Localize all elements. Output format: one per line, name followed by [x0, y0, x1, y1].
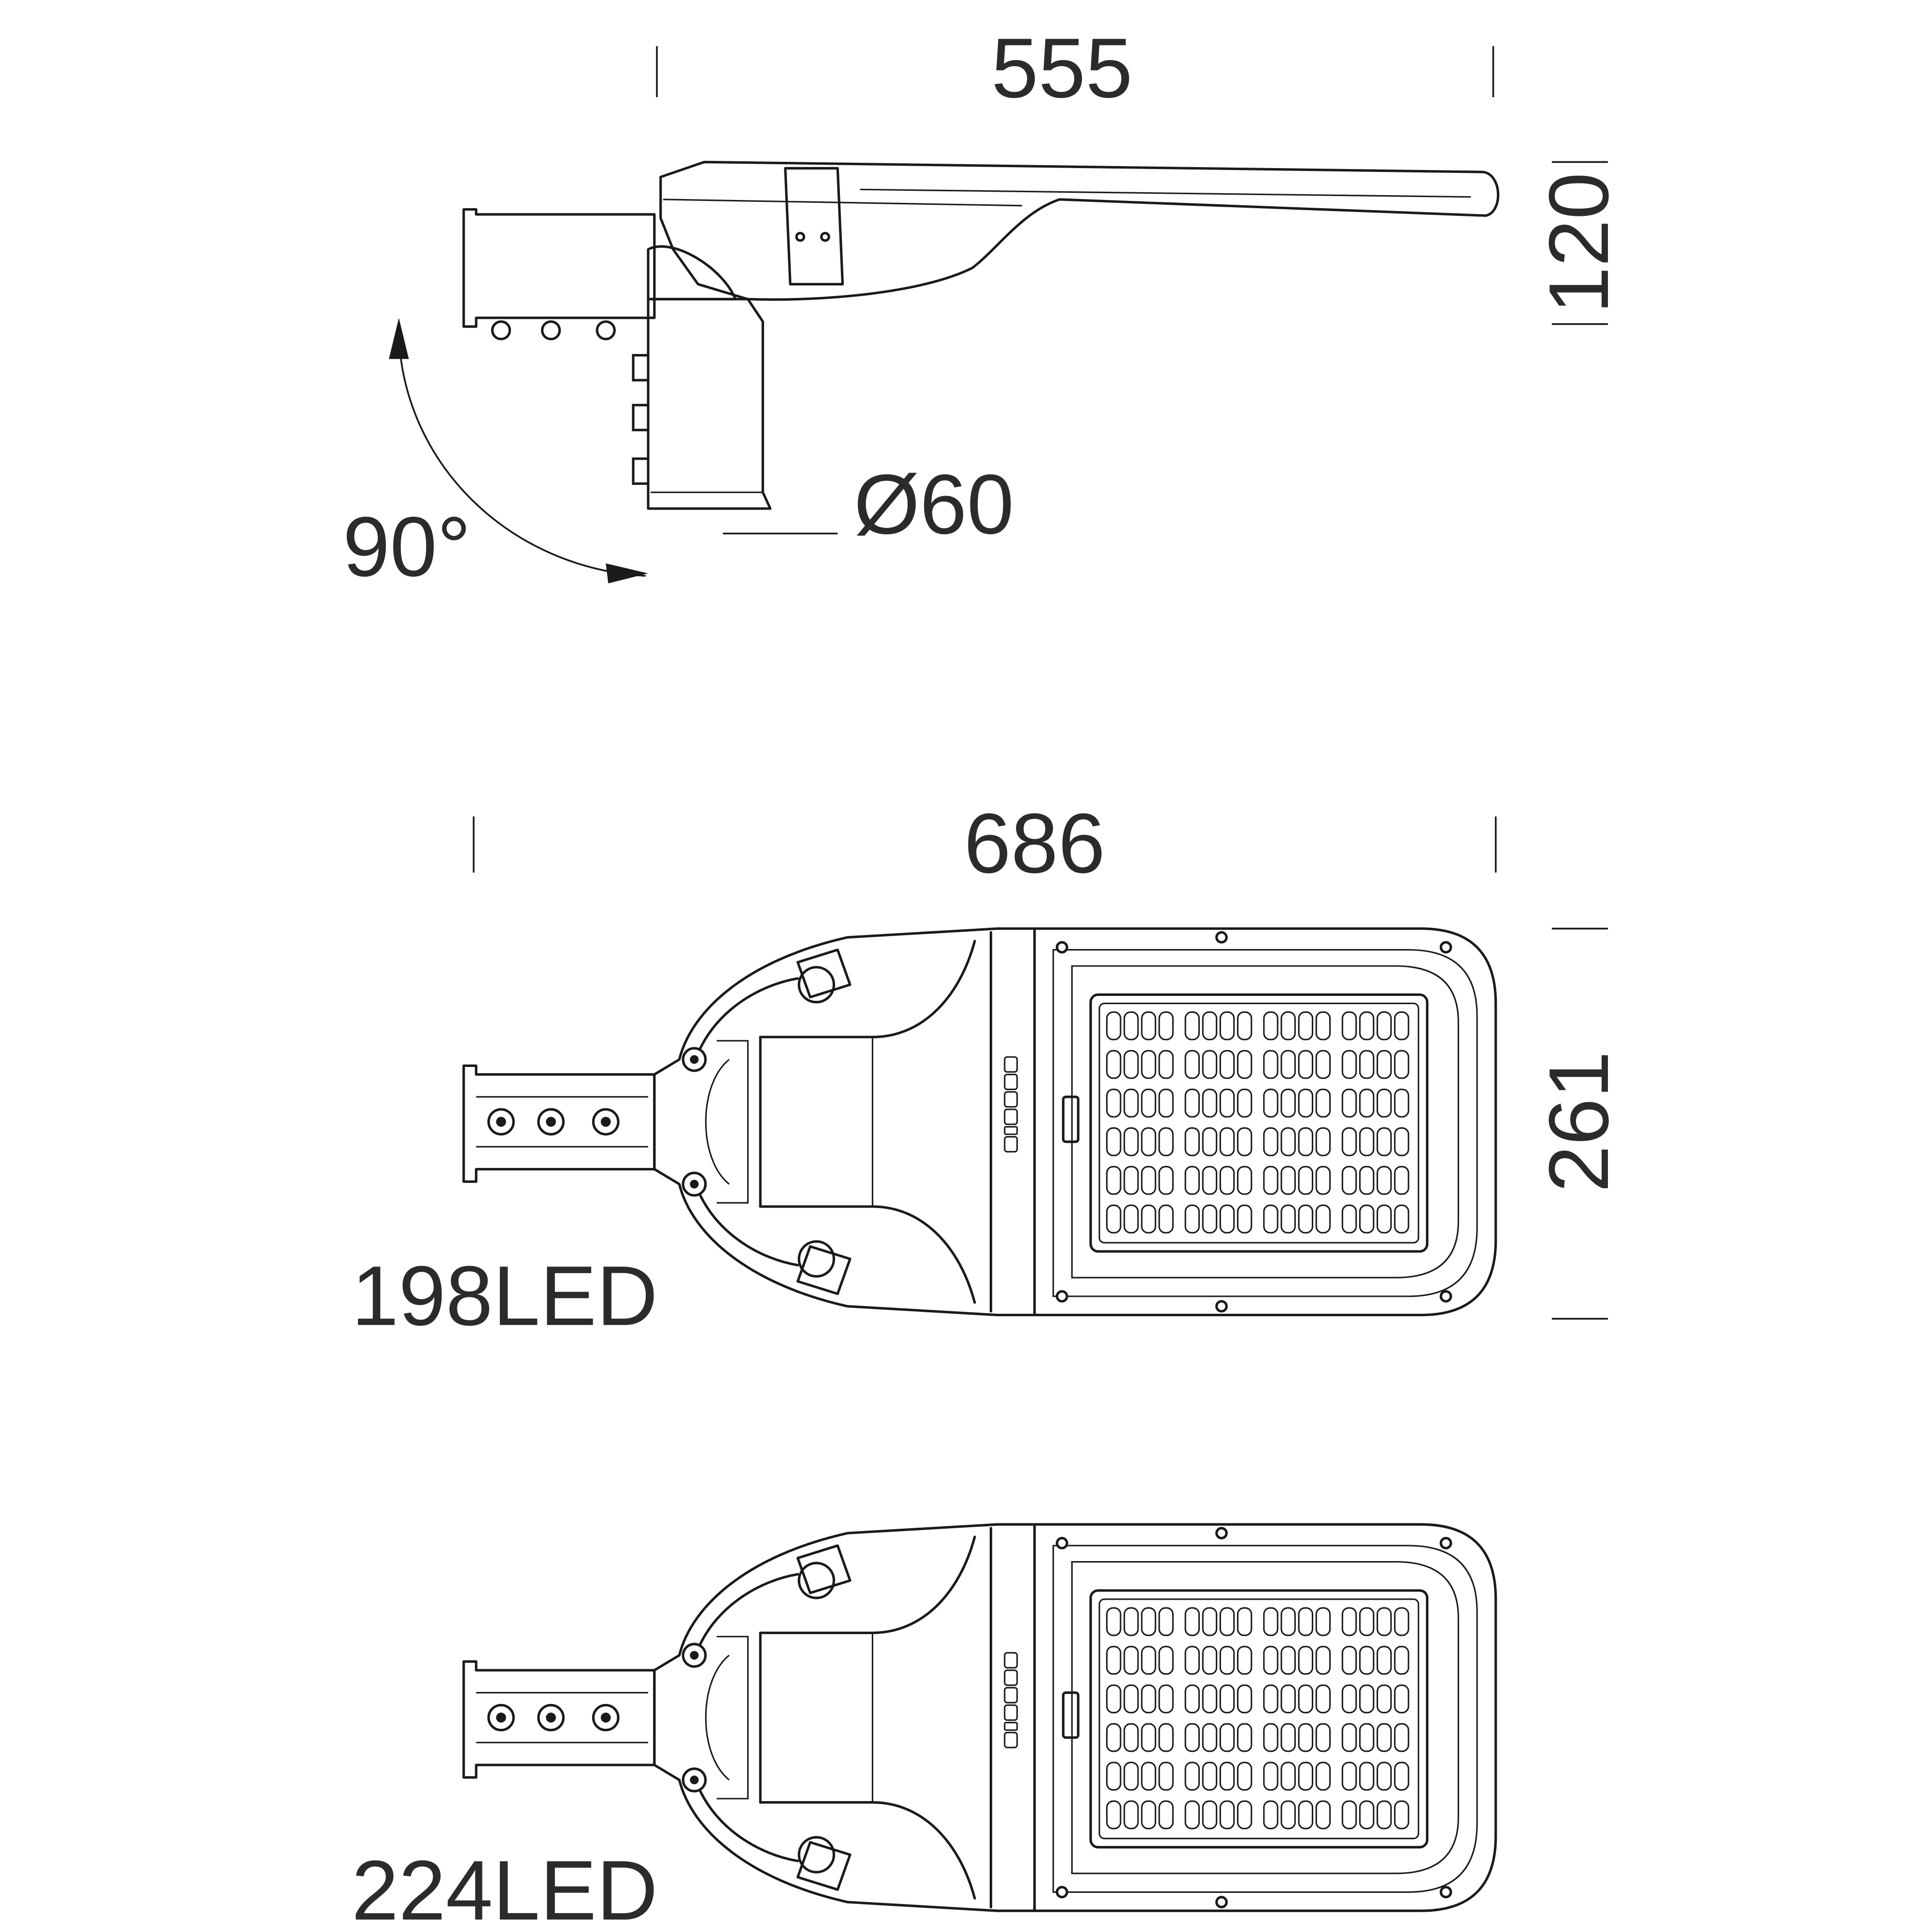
top-view-198led: 686 261 198LED: [352, 796, 1626, 1343]
variant-label: 224LED: [352, 1843, 658, 1932]
pole-diameter-label: Ø60: [854, 457, 1014, 552]
length-dimension-label: 555: [991, 21, 1133, 115]
variant-label: 198LED: [352, 1249, 658, 1343]
width-dimension-label: 261: [1532, 1051, 1626, 1193]
overall-length-label: 686: [964, 796, 1106, 891]
height-dimension-label: 120: [1532, 172, 1626, 314]
arrowhead-icon: [606, 563, 648, 583]
top-view-224led: 224LED: [352, 1524, 1496, 1932]
tilt-angle-label: 90°: [343, 499, 471, 594]
arrowhead-icon: [389, 318, 409, 359]
side-view: Ø60 90° 555 120: [343, 21, 1626, 594]
